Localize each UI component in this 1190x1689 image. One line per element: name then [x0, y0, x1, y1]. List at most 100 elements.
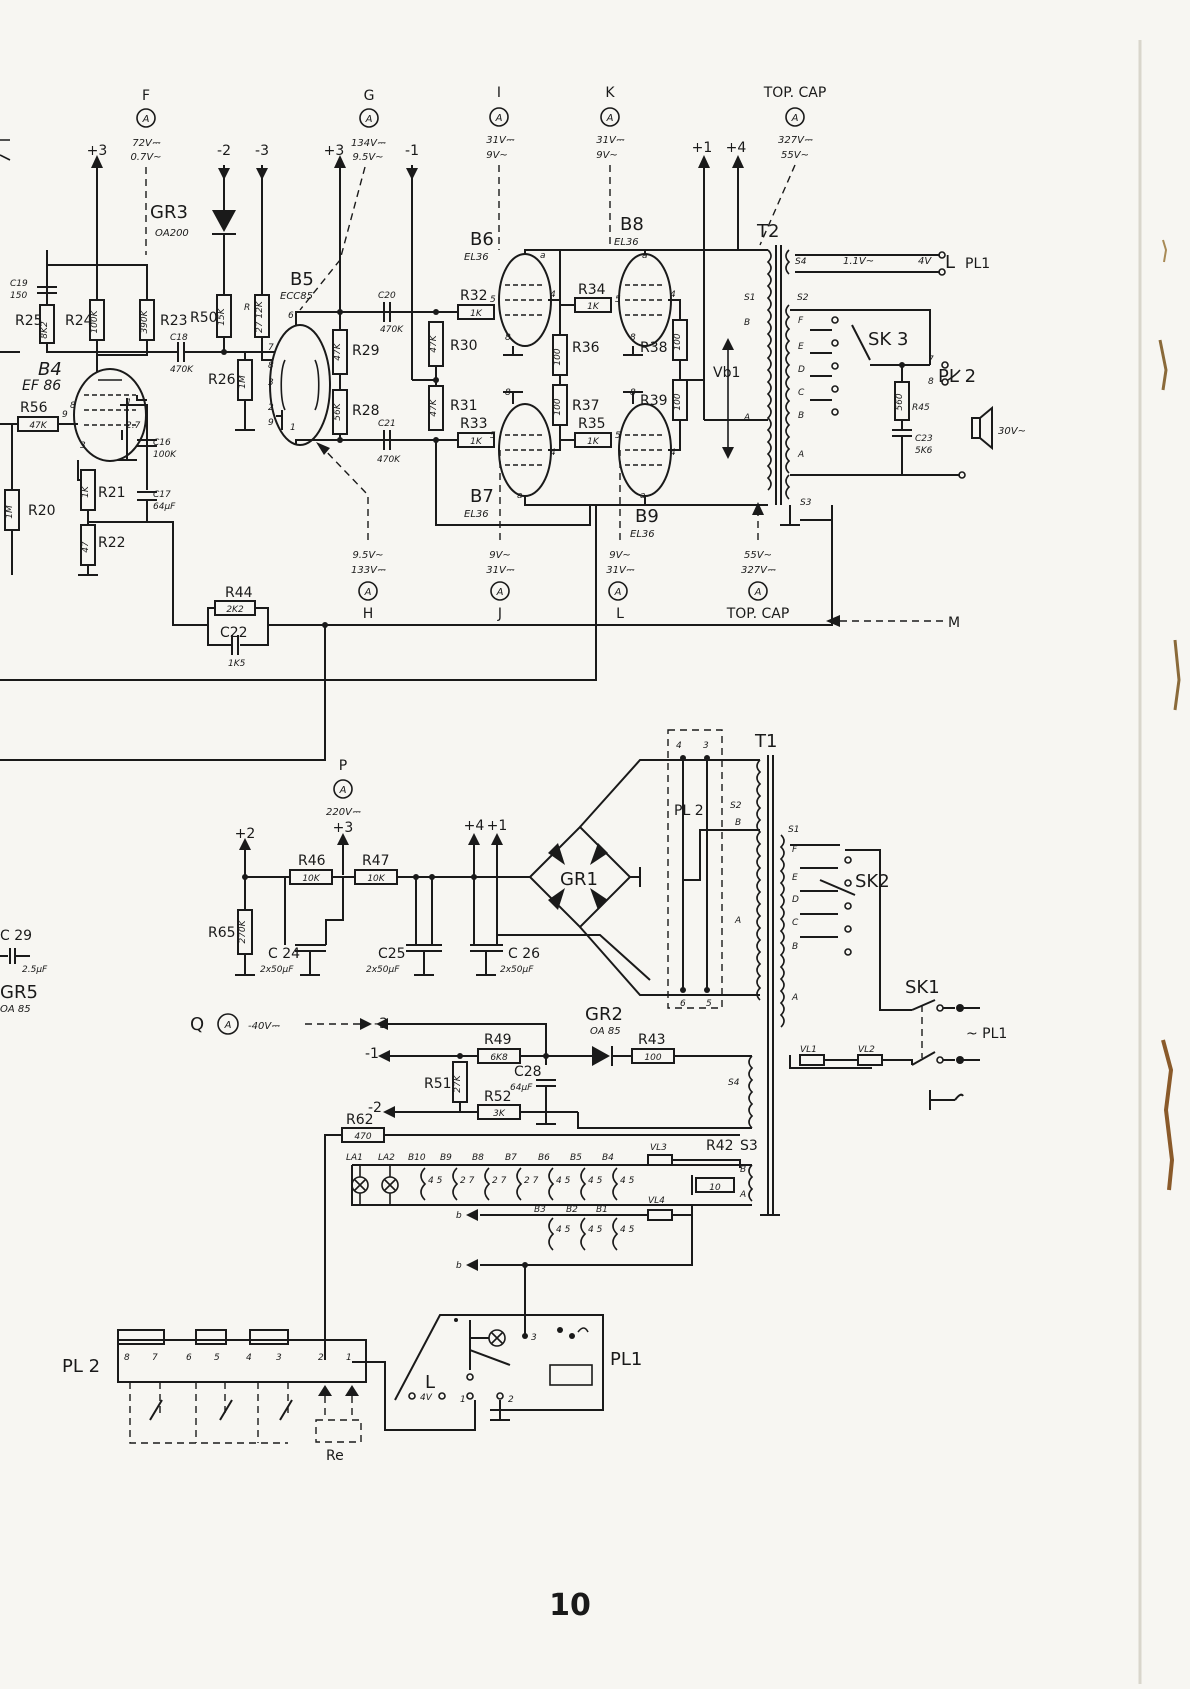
svg-text:PL 2: PL 2 — [938, 366, 976, 387]
measure-point-F: F A 72V⎓ 0.7V~ — [130, 88, 162, 255]
svg-text:VL3: VL3 — [650, 1143, 667, 1153]
svg-text:A: A — [339, 785, 347, 796]
svg-text:GR3: GR3 — [150, 202, 188, 223]
svg-text:6: 6 — [186, 1353, 192, 1363]
svg-text:B5: B5 — [290, 269, 314, 290]
svg-text:GR2: GR2 — [585, 1004, 623, 1025]
svg-text:3: 3 — [276, 1353, 282, 1363]
svg-text:2: 2 — [508, 1395, 514, 1405]
svg-text:64µF: 64µF — [153, 502, 176, 512]
connector-PL1: 3 PL1 L 4V 1 2 — [394, 1312, 642, 1421]
svg-text:+2: +2 — [235, 826, 256, 842]
svg-text:A: A — [797, 450, 804, 460]
svg-text:S4: S4 — [795, 257, 807, 267]
svg-text:31V⎓: 31V⎓ — [596, 135, 625, 146]
tube-B6: B6 EL36 a 5 4 8 — [464, 229, 740, 356]
svg-text:GR5: GR5 — [0, 982, 38, 1003]
svg-text:B4: B4 — [38, 359, 62, 380]
svg-text:R28: R28 — [352, 403, 380, 419]
fuses-VL1-VL2: VL1 VL2 — [789, 1045, 913, 1066]
svg-text:R44: R44 — [225, 585, 253, 601]
svg-text:C 26: C 26 — [508, 946, 540, 962]
svg-text:9V~: 9V~ — [596, 150, 618, 161]
svg-text:72V⎓: 72V⎓ — [132, 138, 161, 149]
svg-text:10: 10 — [709, 1183, 721, 1193]
svg-text:55V~: 55V~ — [744, 550, 772, 561]
svg-text:8K2: 8K2 — [40, 321, 50, 339]
svg-text:2K2: 2K2 — [226, 605, 244, 615]
svg-text:EL36: EL36 — [630, 529, 655, 540]
svg-text:47K: 47K — [333, 342, 343, 360]
svg-text:L: L — [425, 1372, 435, 1393]
measure-point-top-cap: TOP. CAP A 327V⎓ 55V~ — [759, 85, 827, 246]
svg-text:1K: 1K — [470, 437, 483, 447]
svg-text:10K: 10K — [302, 874, 320, 884]
svg-text:S1: S1 — [788, 825, 799, 835]
svg-text:470K: 470K — [170, 365, 194, 375]
svg-text:5: 5 — [214, 1353, 220, 1363]
svg-text:R50: R50 — [190, 310, 218, 326]
svg-text:S4: S4 — [728, 1078, 740, 1088]
stage-B4: C19 150 8K2 R25 100K R24 390K R23 B4 EF … — [0, 250, 208, 626]
svg-text:100: 100 — [553, 348, 563, 365]
svg-text:27 12K: 27 12K — [255, 300, 265, 333]
svg-text:A: A — [734, 916, 741, 926]
svg-text:TOP. CAP: TOP. CAP — [763, 85, 827, 101]
svg-text:5: 5 — [490, 431, 496, 441]
measure-point-L: 9V~ 31V⎓ A L — [606, 450, 635, 622]
svg-text:4 5: 4 5 — [588, 1225, 603, 1235]
svg-text:2.7: 2.7 — [126, 421, 141, 431]
svg-text:1: 1 — [126, 398, 132, 408]
svg-text:1.1V~: 1.1V~ — [843, 256, 874, 267]
switch-SK1: SK1 ~ PL1 — [860, 977, 1007, 1110]
svg-text:3: 3 — [268, 378, 274, 388]
svg-text:A: A — [496, 587, 504, 598]
svg-text:R30: R30 — [450, 338, 478, 354]
svg-text:5: 5 — [490, 295, 496, 305]
tube-B9: B9 EL36 a 5 4 8 — [615, 388, 681, 540]
svg-text:31V⎓: 31V⎓ — [486, 135, 515, 146]
svg-text:27K: 27K — [453, 1074, 463, 1092]
svg-text:9V~: 9V~ — [486, 150, 508, 161]
svg-text:1: 1 — [290, 423, 296, 433]
svg-text:-40V⎓: -40V⎓ — [248, 1021, 280, 1032]
svg-text:C18: C18 — [170, 333, 188, 343]
transformer-T2: T2 S1 B A Vb1 S4 1.1V~ 4V L PL1 S2 F E D… — [704, 221, 1026, 526]
svg-text:+1: +1 — [692, 140, 713, 156]
svg-text:327V⎓: 327V⎓ — [778, 135, 813, 146]
svg-text:100K: 100K — [90, 309, 100, 333]
svg-text:B6: B6 — [470, 229, 494, 250]
svg-text:ECC85: ECC85 — [280, 291, 313, 302]
svg-text:5: 5 — [615, 295, 621, 305]
svg-text:8: 8 — [630, 333, 636, 343]
page-number: 10 — [549, 1588, 591, 1623]
diode-GR5: C 29 2.5µF GR5 OA 85 — [0, 928, 48, 1015]
svg-text:A: A — [606, 113, 614, 124]
svg-text:270K: 270K — [238, 919, 248, 943]
svg-text:220V⎓: 220V⎓ — [326, 807, 361, 818]
svg-text:E: E — [792, 873, 798, 883]
svg-text:2x50µF: 2x50µF — [500, 965, 534, 975]
svg-text:4V: 4V — [918, 256, 932, 267]
svg-text:100K: 100K — [153, 450, 177, 460]
svg-text:PL1: PL1 — [610, 1349, 642, 1370]
svg-text:R36: R36 — [572, 340, 600, 356]
svg-text:T2: T2 — [756, 221, 779, 242]
svg-text:0.7V~: 0.7V~ — [130, 152, 161, 163]
svg-text:C: C — [792, 918, 799, 928]
svg-text:R65: R65 — [208, 925, 236, 941]
svg-text:100: 100 — [553, 398, 563, 415]
svg-text:B5: B5 — [570, 1153, 582, 1163]
svg-text:1K: 1K — [470, 309, 483, 319]
svg-text:R46: R46 — [298, 853, 326, 869]
svg-text:S3: S3 — [740, 1138, 758, 1154]
svg-text:B4: B4 — [602, 1153, 614, 1163]
svg-text:S2: S2 — [797, 293, 809, 303]
svg-text:b: b — [456, 1261, 462, 1271]
svg-text:D: D — [798, 365, 805, 375]
svg-text:F: F — [792, 845, 798, 855]
svg-text:R24: R24 — [65, 313, 93, 329]
svg-text:I: I — [497, 85, 501, 101]
svg-text:M: M — [948, 615, 960, 631]
